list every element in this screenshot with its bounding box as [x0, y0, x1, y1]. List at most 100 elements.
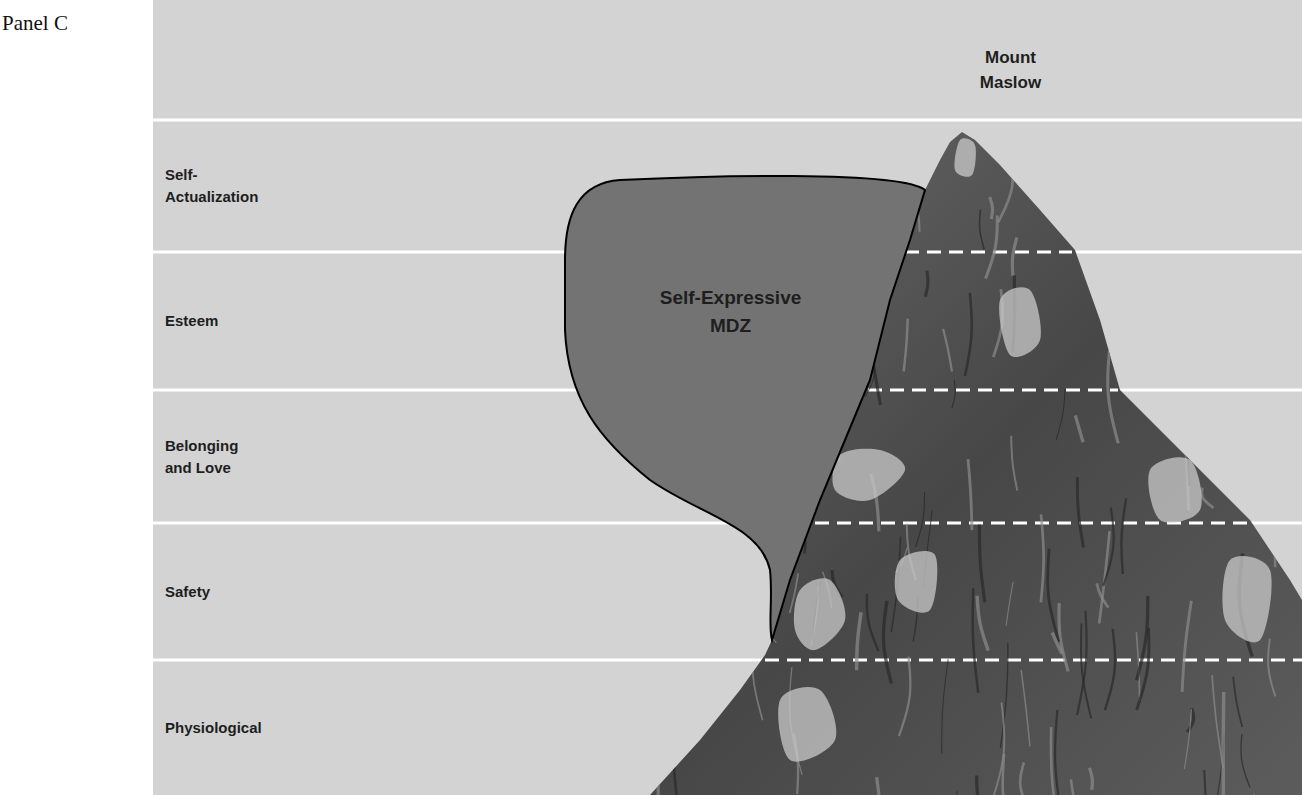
rock-streak: [979, 525, 984, 603]
rock-streak: [942, 659, 948, 754]
rock-streak: [977, 596, 988, 651]
rock-streak: [1233, 677, 1242, 727]
rock-streak: [1193, 187, 1196, 235]
rock-streak: [638, 742, 646, 788]
rock-streak: [1246, 794, 1256, 795]
rock-streak: [1184, 709, 1191, 769]
rock-streak: [980, 209, 985, 249]
rock-streak: [943, 329, 952, 372]
rock-streak: [1105, 629, 1115, 710]
dashed-level-line: [868, 389, 1118, 392]
need-band: Physiological: [153, 661, 1302, 795]
rock-streak: [654, 737, 659, 795]
rock-streak: [952, 380, 955, 408]
band-divider: [153, 119, 1302, 122]
rock-streak: [998, 152, 1013, 222]
rock-streak: [915, 492, 924, 547]
rock-streak: [642, 670, 653, 743]
dashed-level-line: [765, 659, 1302, 662]
rock-streak: [1103, 508, 1113, 586]
snow-patch: [1148, 457, 1201, 522]
rock-streak: [1074, 198, 1084, 233]
region-shape: [565, 175, 935, 650]
need-band: Safety: [153, 524, 1302, 659]
rock-streak: [1270, 494, 1275, 567]
rock-streak: [1099, 531, 1109, 623]
rock-streak: [1216, 218, 1223, 279]
snow-patch: [794, 578, 846, 650]
rock-streak: [1212, 675, 1223, 768]
rock-streak: [1089, 768, 1092, 790]
rock-streak: [977, 776, 980, 795]
rock-streak: [1021, 670, 1030, 746]
rock-streak: [953, 791, 957, 795]
panel-ground: [153, 0, 1302, 795]
rock-streak: [1213, 286, 1225, 340]
band-divider: [153, 659, 1302, 662]
rock-streak: [1012, 237, 1017, 276]
snow-patch: [778, 687, 836, 762]
snow-patch: [999, 287, 1041, 357]
rock-streak: [1020, 762, 1029, 795]
snow-patch: [1222, 556, 1271, 642]
rock-streak: [1052, 633, 1062, 654]
mdz-region: Self-Expressive MDZ: [565, 175, 935, 650]
rock-streak: [1096, 189, 1101, 246]
rock-streak: [1221, 692, 1225, 795]
rock-streak: [1294, 411, 1299, 492]
rock-streak: [1187, 312, 1194, 359]
band-label: Safety: [165, 581, 1302, 603]
rock-streak: [1075, 415, 1083, 442]
rock-streak: [720, 545, 724, 631]
rock-streak: [1071, 779, 1082, 795]
rock-streak: [1097, 583, 1109, 607]
rock-streak: [641, 540, 643, 581]
region-label: Self-Expressive MDZ: [643, 284, 818, 339]
rock-streak: [965, 293, 972, 376]
dashed-level-line: [815, 522, 1255, 525]
rock-streak: [1051, 727, 1059, 795]
rock-streak: [711, 612, 713, 693]
rock-streak: [1204, 770, 1206, 795]
rock-streak: [1182, 601, 1191, 692]
rock-streak: [1055, 710, 1061, 795]
rock-streak: [1268, 639, 1275, 697]
snow-patch: [832, 449, 905, 501]
band-label: Belonging and Love: [165, 435, 260, 479]
rock-streak: [1137, 628, 1149, 710]
rock-streak: [883, 601, 891, 684]
rock-streak: [925, 271, 928, 297]
rock-streak: [1059, 603, 1068, 671]
rock-streak: [1108, 346, 1119, 444]
mdz-outline: [565, 176, 925, 640]
snow-patch: [895, 551, 938, 613]
rock-streak: [990, 197, 993, 219]
mountain-title: Mount Maslow: [968, 46, 1053, 95]
rock-streak: [1006, 582, 1013, 626]
rock-streak: [991, 702, 1005, 795]
band-label: Self-Actualization: [165, 164, 283, 208]
rock-streak: [1173, 212, 1178, 278]
rock-streak: [1137, 596, 1148, 680]
rock-streak: [867, 593, 879, 651]
rock-streak: [1295, 155, 1302, 184]
rock-streak: [1262, 258, 1268, 290]
rock-streak: [752, 632, 762, 720]
rock-streak: [1236, 131, 1247, 163]
rock-streak: [1164, 138, 1170, 247]
rock-streak: [1056, 389, 1065, 440]
rock-streak: [1202, 488, 1214, 508]
rock-streak: [968, 459, 972, 530]
rock-streak: [1121, 498, 1126, 574]
rock-streak: [1150, 268, 1161, 309]
rock-streak: [870, 777, 880, 795]
band-label: Physiological: [165, 717, 1302, 739]
rock-streak: [904, 319, 908, 372]
rock-streak: [1048, 549, 1059, 642]
rock-streak: [723, 587, 736, 687]
rock-streak: [1041, 514, 1044, 602]
rock-streak: [1077, 477, 1083, 548]
dashed-level-line: [905, 251, 1072, 254]
rock-streak: [899, 657, 910, 736]
